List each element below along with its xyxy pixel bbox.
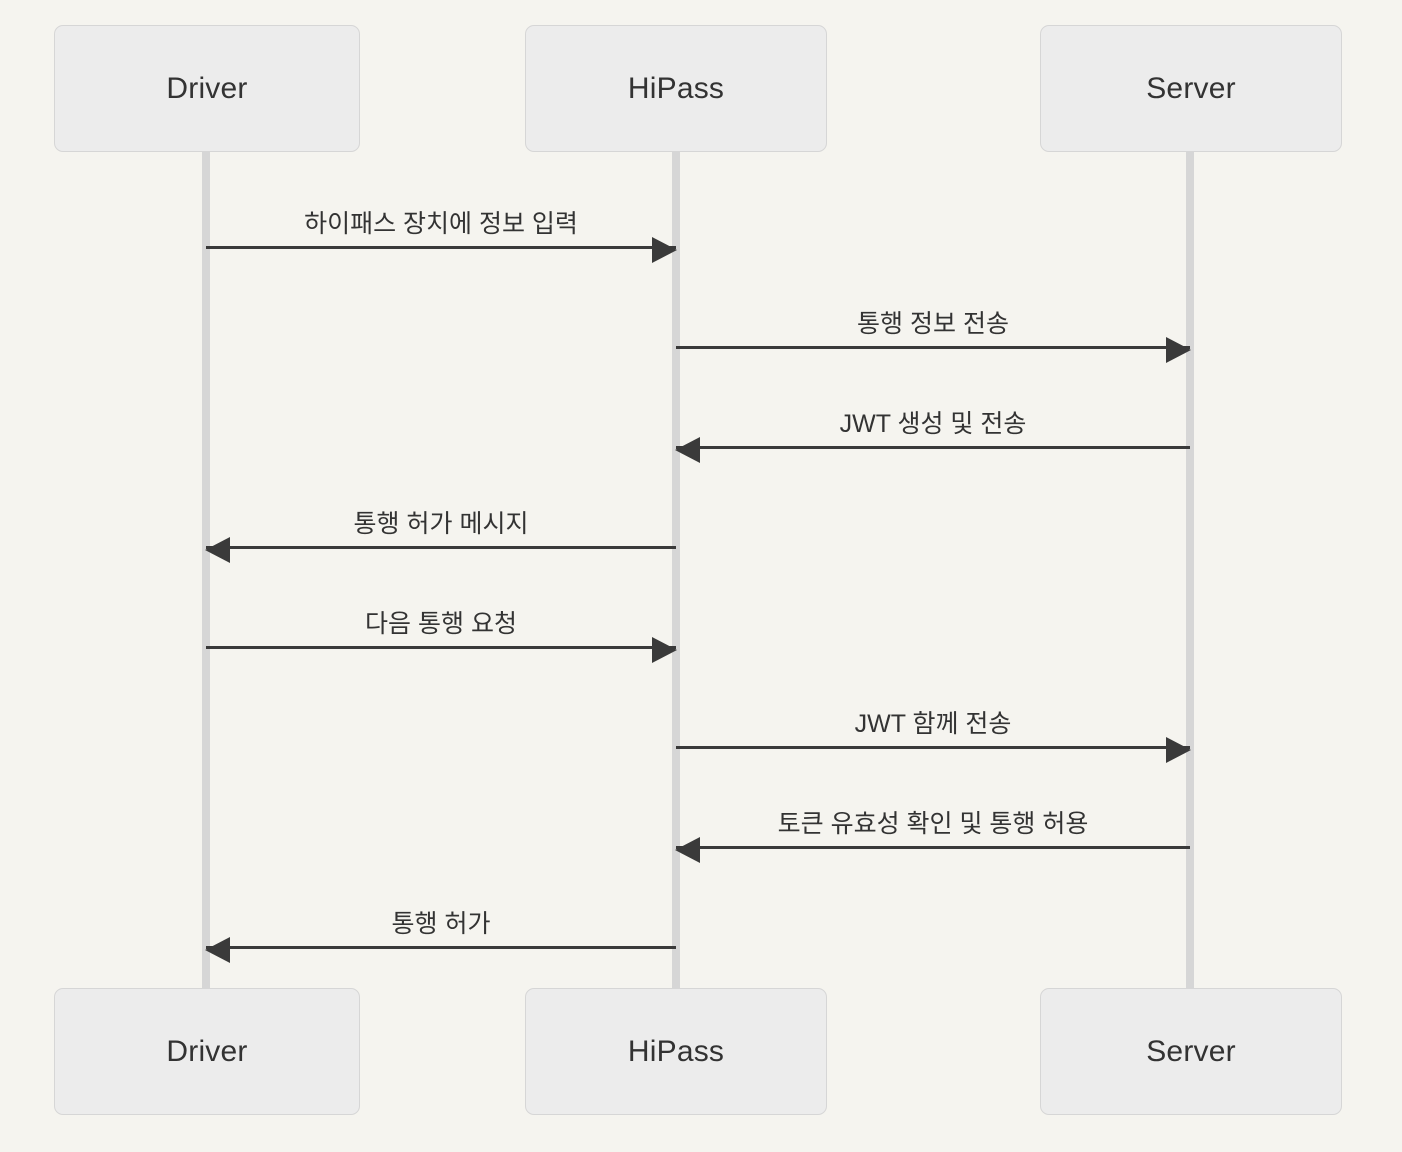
- message-8-line: [206, 946, 676, 949]
- message-4-line: [206, 546, 676, 549]
- participant-label-hipass-bottom: HiPass: [627, 1034, 725, 1068]
- message-4-label: 통행 허가 메시지: [353, 509, 529, 538]
- message-4[interactable]: 통행 허가 메시지: [205, 496, 676, 563]
- lifeline-driver: [202, 152, 210, 988]
- participant-label-server-bottom: Server: [1146, 1034, 1236, 1068]
- participant-label-server-top: Server: [1146, 71, 1236, 105]
- message-2-label: 통행 정보 전송: [857, 309, 1009, 338]
- message-3[interactable]: JWT 생성 및 전송: [675, 396, 1190, 463]
- arrowhead-right-icon: [652, 637, 677, 663]
- message-1-line: [206, 246, 676, 249]
- message-1[interactable]: 하이패스 장치에 정보 입력: [206, 196, 677, 263]
- message-1-label: 하이패스 장치에 정보 입력: [304, 209, 578, 238]
- participant-box-driver-bottom[interactable]: Driver: [54, 988, 360, 1115]
- message-6-label: JWT 함께 전송: [854, 709, 1012, 738]
- arrowhead-left-icon: [205, 937, 230, 963]
- message-7-label: 토큰 유효성 확인 및 통행 허용: [777, 809, 1089, 838]
- message-3-line: [676, 446, 1190, 449]
- message-7[interactable]: 토큰 유효성 확인 및 통행 허용: [675, 796, 1190, 863]
- message-2-line: [676, 346, 1190, 349]
- message-8-label: 통행 허가: [391, 909, 491, 938]
- participant-box-server-top[interactable]: Server: [1040, 25, 1342, 152]
- participant-label-driver-top: Driver: [166, 71, 248, 105]
- message-5-line: [206, 646, 676, 649]
- lifeline-server: [1186, 152, 1194, 988]
- message-5-label: 다음 통행 요청: [365, 609, 517, 638]
- arrowhead-right-icon: [1166, 337, 1191, 363]
- participant-box-server-bottom[interactable]: Server: [1040, 988, 1342, 1115]
- message-6-line: [676, 746, 1190, 749]
- participant-box-driver-top[interactable]: Driver: [54, 25, 360, 152]
- participant-label-driver-bottom: Driver: [166, 1034, 248, 1068]
- message-7-line: [676, 846, 1190, 849]
- message-3-label: JWT 생성 및 전송: [839, 409, 1027, 438]
- message-8[interactable]: 통행 허가: [205, 896, 676, 963]
- message-6[interactable]: JWT 함께 전송: [676, 696, 1191, 763]
- arrowhead-left-icon: [675, 437, 700, 463]
- arrowhead-right-icon: [1166, 737, 1191, 763]
- message-5[interactable]: 다음 통행 요청: [206, 596, 677, 663]
- arrowhead-right-icon: [652, 237, 677, 263]
- participant-box-hipass-top[interactable]: HiPass: [525, 25, 827, 152]
- participant-box-hipass-bottom[interactable]: HiPass: [525, 988, 827, 1115]
- participant-label-hipass-top: HiPass: [627, 71, 725, 105]
- arrowhead-left-icon: [675, 837, 700, 863]
- lifeline-hipass: [672, 152, 680, 988]
- message-2[interactable]: 통행 정보 전송: [676, 296, 1191, 363]
- arrowhead-left-icon: [205, 537, 230, 563]
